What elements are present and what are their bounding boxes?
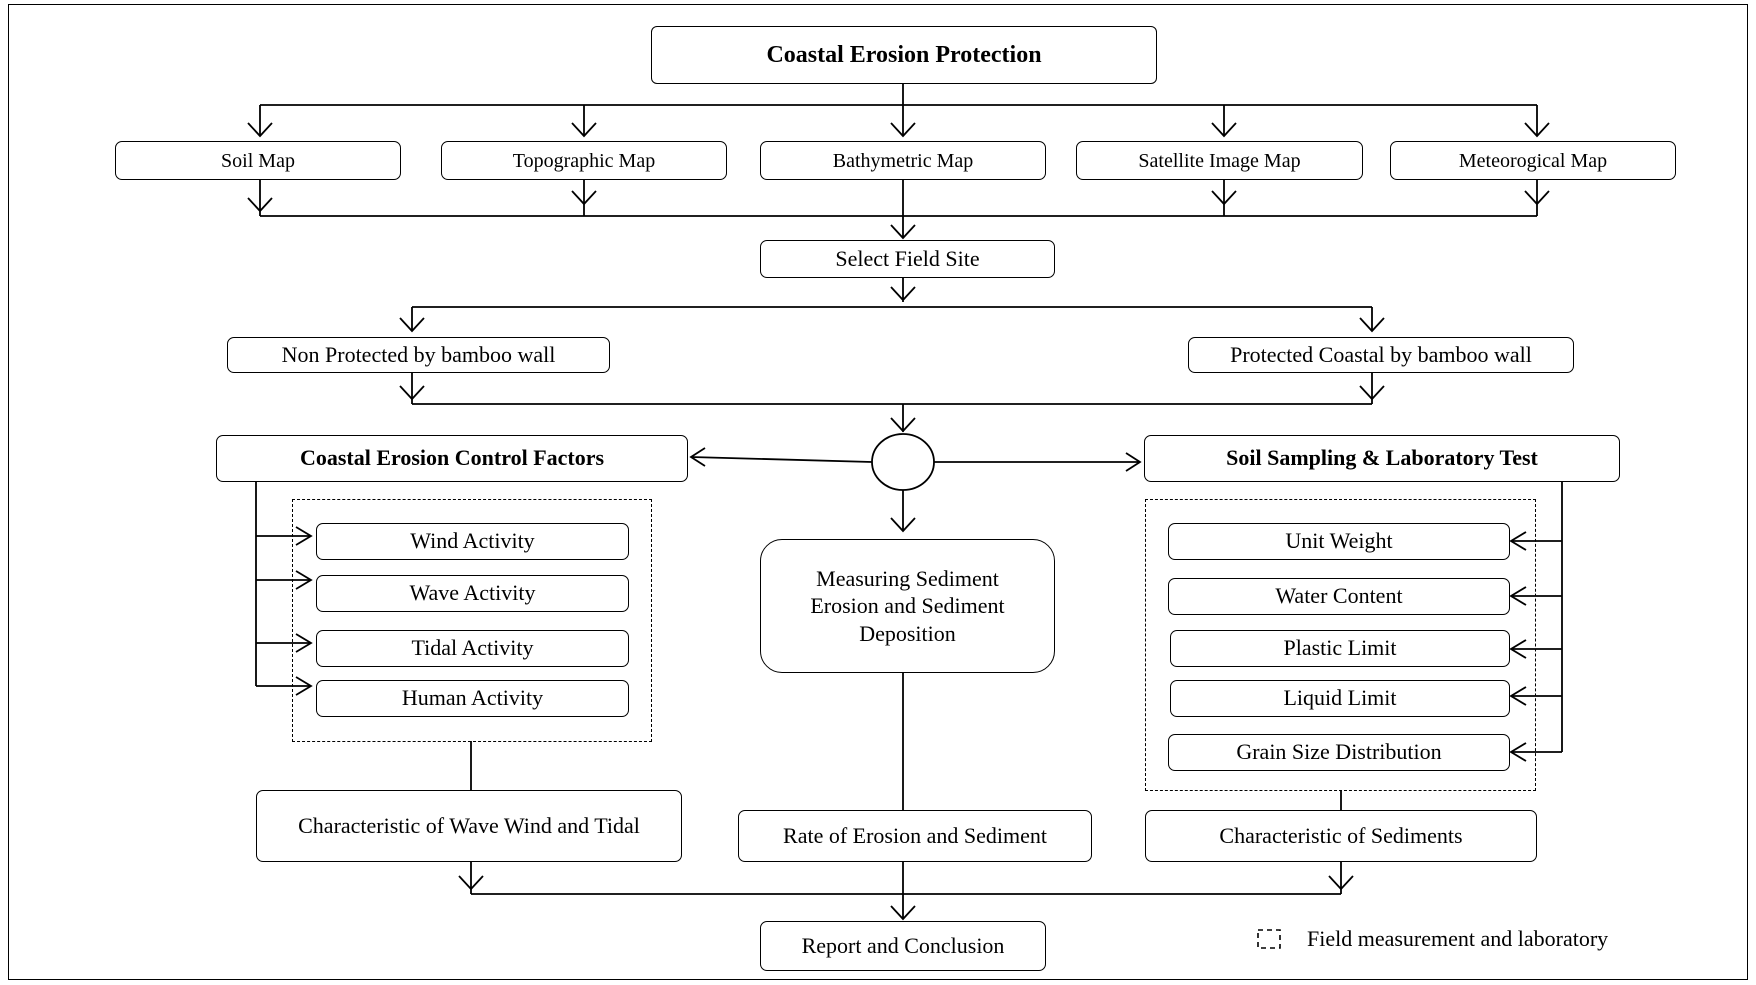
arrowheads-split — [399, 317, 1385, 333]
legend-label: Field measurement and laboratory — [1307, 926, 1609, 951]
box-soil-sampling-heading: Soil Sampling & Laboratory Test — [1144, 435, 1620, 482]
field-group-right — [1145, 499, 1536, 791]
diagram-frame — [8, 4, 1748, 980]
connector-site-split — [411, 306, 1373, 331]
connector-title-to-maps — [259, 105, 1538, 135]
connector-to-junction — [890, 404, 916, 433]
connector-select-site-down — [890, 277, 916, 302]
box-wave-wind-tidal-result: Characteristic of Wave Wind and Tidal — [256, 790, 682, 862]
arrow-junction-right — [934, 452, 1142, 472]
legend-dashed-icon — [1257, 929, 1281, 949]
arrowheads-results — [458, 875, 1354, 891]
box-report-conclusion: Report and Conclusion — [760, 921, 1046, 971]
box-soil-map: Soil Map — [115, 141, 401, 180]
arrow-to-report — [890, 894, 916, 921]
arrowheads-maps-down — [247, 190, 1550, 213]
arrowheads-join — [399, 385, 1385, 401]
box-meteorogical-map: Meteorogical Map — [1390, 141, 1676, 180]
connector-right-tests — [1512, 482, 1563, 753]
arrow-junction-left — [689, 447, 873, 467]
box-wind-activity: Wind Activity — [316, 523, 629, 560]
arrowheads-left-factors — [295, 526, 313, 696]
box-human-activity: Human Activity — [316, 680, 629, 717]
box-bathymetric-map: Bathymetric Map — [760, 141, 1046, 180]
connector-branches-join — [411, 372, 1373, 405]
connector-left-factors — [255, 482, 310, 687]
box-plastic-limit: Plastic Limit — [1170, 630, 1510, 667]
box-rate-of-erosion: Rate of Erosion and Sediment — [738, 810, 1092, 862]
box-unit-weight: Unit Weight — [1168, 523, 1510, 560]
arrowheads-maps — [247, 122, 1550, 138]
diagram-title: Coastal Erosion Protection — [651, 26, 1157, 84]
box-tidal-activity: Tidal Activity — [316, 630, 629, 667]
box-wave-activity: Wave Activity — [316, 575, 629, 612]
box-topographic-map: Topographic Map — [441, 141, 727, 180]
box-protected: Protected Coastal by bamboo wall — [1188, 337, 1574, 373]
connector-to-select-site — [890, 216, 916, 240]
connector-results-bus — [470, 862, 1342, 895]
box-characteristic-sediments: Characteristic of Sediments — [1145, 810, 1537, 862]
junction-circle — [871, 433, 935, 491]
box-non-protected: Non Protected by bamboo wall — [227, 337, 610, 373]
arrowheads-right-tests — [1509, 531, 1527, 762]
connector-maps-bus — [259, 180, 1538, 217]
box-satellite-image-map: Satellite Image Map — [1076, 141, 1363, 180]
field-group-left — [292, 499, 652, 742]
box-water-content: Water Content — [1168, 578, 1510, 615]
box-control-factors-heading: Coastal Erosion Control Factors — [216, 435, 688, 482]
arrow-junction-down — [890, 490, 916, 533]
box-measuring-sediment: Measuring Sediment Erosion and Sediment … — [760, 539, 1055, 673]
box-liquid-limit: Liquid Limit — [1170, 680, 1510, 717]
box-grain-size-distribution: Grain Size Distribution — [1168, 734, 1510, 771]
box-select-field-site: Select Field Site — [760, 240, 1055, 278]
connector-title-bus — [260, 83, 1537, 106]
